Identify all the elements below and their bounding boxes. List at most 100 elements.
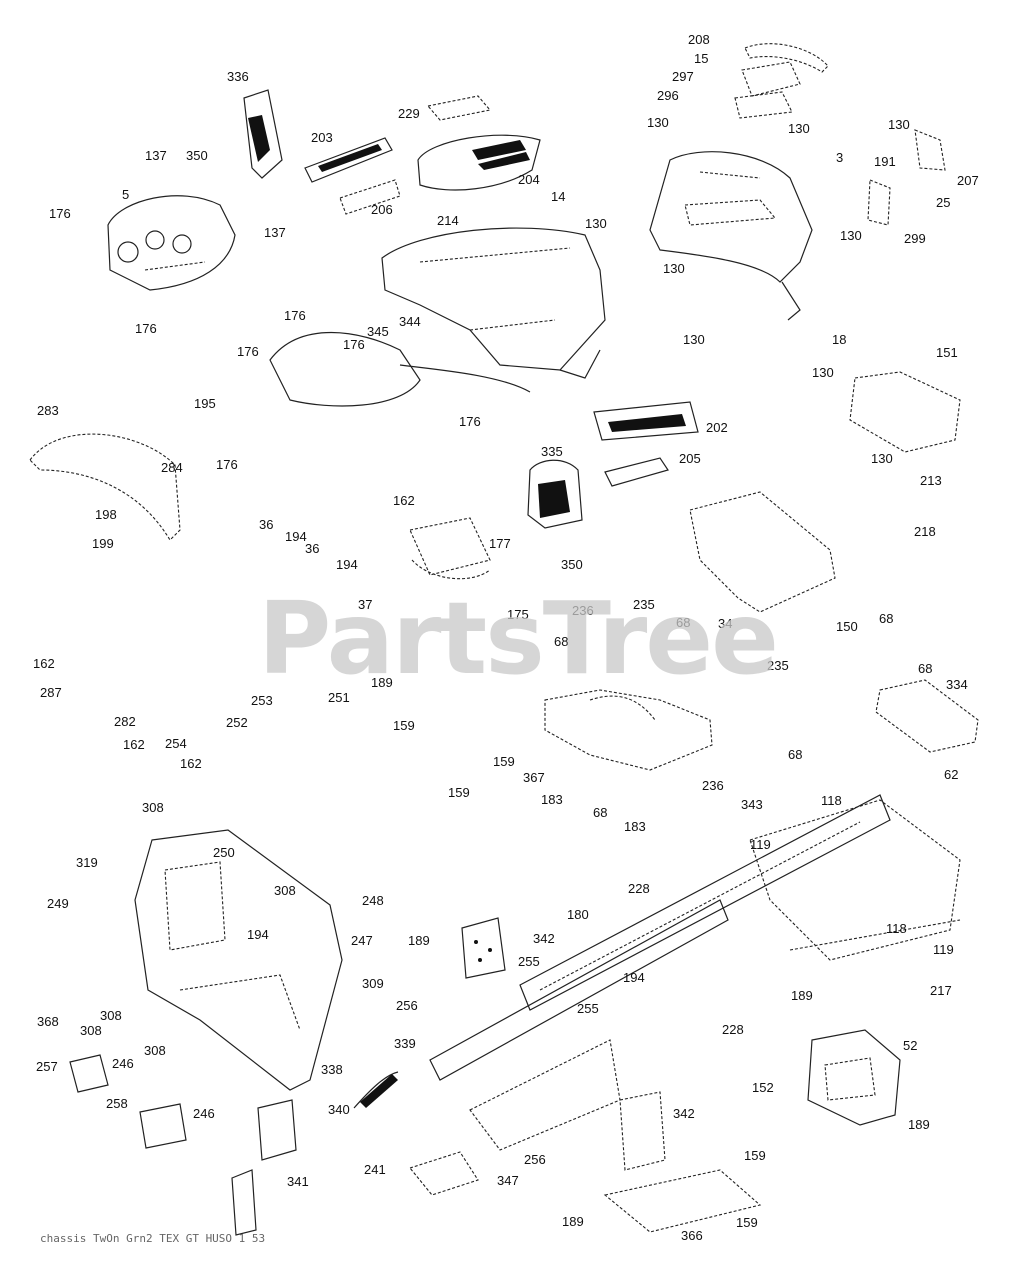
callout-343: 343	[741, 797, 763, 812]
callout-249: 249	[47, 896, 69, 911]
callout-176: 176	[284, 308, 306, 323]
callout-236: 236	[702, 778, 724, 793]
callout-255: 255	[518, 954, 540, 969]
callout-229: 229	[398, 106, 420, 121]
callout-308: 308	[274, 883, 296, 898]
callout-137: 137	[264, 225, 286, 240]
callout-218: 218	[914, 524, 936, 539]
part-5-dash-panel	[107, 195, 236, 291]
callout-137: 137	[145, 148, 167, 163]
part-14-hood	[381, 227, 606, 379]
part-151-bracket	[849, 371, 961, 453]
callout-350: 350	[186, 148, 208, 163]
callout-176: 176	[135, 321, 157, 336]
diagram-footer: chassis TwOn Grn2 TEX GT HUSO 1 53	[40, 1232, 266, 1245]
callout-203: 203	[311, 130, 333, 145]
callout-194: 194	[285, 529, 307, 544]
callout-159: 159	[493, 754, 515, 769]
part-204-hood-vent	[417, 134, 541, 191]
part-340-lever	[353, 1071, 399, 1109]
callout-335: 335	[541, 444, 563, 459]
callout-130: 130	[840, 228, 862, 243]
part-236-axle	[544, 689, 713, 771]
callout-248: 248	[362, 893, 384, 908]
callout-119: 119	[750, 837, 771, 852]
callout-254: 254	[165, 736, 187, 751]
callout-253: 253	[251, 693, 273, 708]
callout-189: 189	[562, 1214, 584, 1229]
callout-118: 118	[821, 793, 842, 808]
callout-180: 180	[567, 907, 589, 922]
part-162-bracket	[409, 517, 491, 580]
part-241-bracket	[409, 1151, 479, 1196]
callout-194: 194	[336, 557, 358, 572]
callout-284: 284	[161, 460, 183, 475]
callout-241: 241	[364, 1162, 386, 1177]
callout-235: 235	[633, 597, 655, 612]
callout-308: 308	[80, 1023, 102, 1038]
callout-367: 367	[523, 770, 545, 785]
callout-189: 189	[371, 675, 393, 690]
part-342b-bracket	[603, 1091, 762, 1233]
callout-14: 14	[551, 189, 566, 204]
callout-130: 130	[585, 216, 607, 231]
callout-214: 214	[437, 213, 459, 228]
callout-5: 5	[122, 187, 130, 202]
callout-257: 257	[36, 1059, 58, 1074]
callout-162: 162	[180, 756, 202, 771]
callout-159: 159	[393, 718, 415, 733]
callout-36: 36	[259, 517, 274, 532]
callout-189: 189	[908, 1117, 930, 1132]
callout-34: 34	[718, 616, 733, 631]
callout-296: 296	[657, 88, 679, 103]
callout-256: 256	[396, 998, 418, 1013]
callout-205: 205	[679, 451, 701, 466]
callout-68: 68	[788, 747, 803, 762]
callout-176: 176	[343, 337, 365, 352]
part-342-plate	[461, 917, 506, 979]
callout-130: 130	[812, 365, 834, 380]
callout-258: 258	[106, 1096, 128, 1111]
callout-341: 341	[287, 1174, 309, 1189]
callout-297: 297	[672, 69, 694, 84]
callout-130: 130	[788, 121, 810, 136]
callout-68: 68	[554, 634, 569, 649]
callout-183: 183	[541, 792, 563, 807]
callout-176: 176	[237, 344, 259, 359]
callout-199: 199	[92, 536, 114, 551]
callout-68: 68	[918, 661, 933, 676]
callout-3: 3	[836, 150, 844, 165]
callout-282: 282	[114, 714, 136, 729]
callout-368: 368	[37, 1014, 59, 1029]
callout-183: 183	[624, 819, 646, 834]
callout-334: 334	[946, 677, 968, 692]
callout-18: 18	[832, 332, 847, 347]
callout-159: 159	[744, 1148, 766, 1163]
callout-319: 319	[76, 855, 98, 870]
callout-256: 256	[524, 1152, 546, 1167]
callout-347: 347	[497, 1173, 519, 1188]
callout-130: 130	[647, 115, 669, 130]
callout-366: 366	[681, 1228, 703, 1243]
callout-338: 338	[321, 1062, 343, 1077]
callout-189: 189	[408, 933, 430, 948]
callout-118: 118	[886, 921, 907, 936]
callout-177: 177	[489, 536, 511, 551]
part-118-frame-rail	[519, 794, 961, 1011]
callout-162: 162	[33, 656, 55, 671]
callout-151: 151	[936, 345, 958, 360]
callout-246: 246	[112, 1056, 134, 1071]
callout-176: 176	[49, 206, 71, 221]
callout-150: 150	[836, 619, 858, 634]
callout-213: 213	[920, 473, 942, 488]
callout-195: 195	[194, 396, 216, 411]
callout-344: 344	[399, 314, 421, 329]
part-257-block	[69, 1054, 187, 1149]
callout-68: 68	[879, 611, 894, 626]
callout-345: 345	[367, 324, 389, 339]
callout-175: 175	[507, 607, 529, 622]
callout-194: 194	[247, 927, 269, 942]
callout-130: 130	[888, 117, 910, 132]
